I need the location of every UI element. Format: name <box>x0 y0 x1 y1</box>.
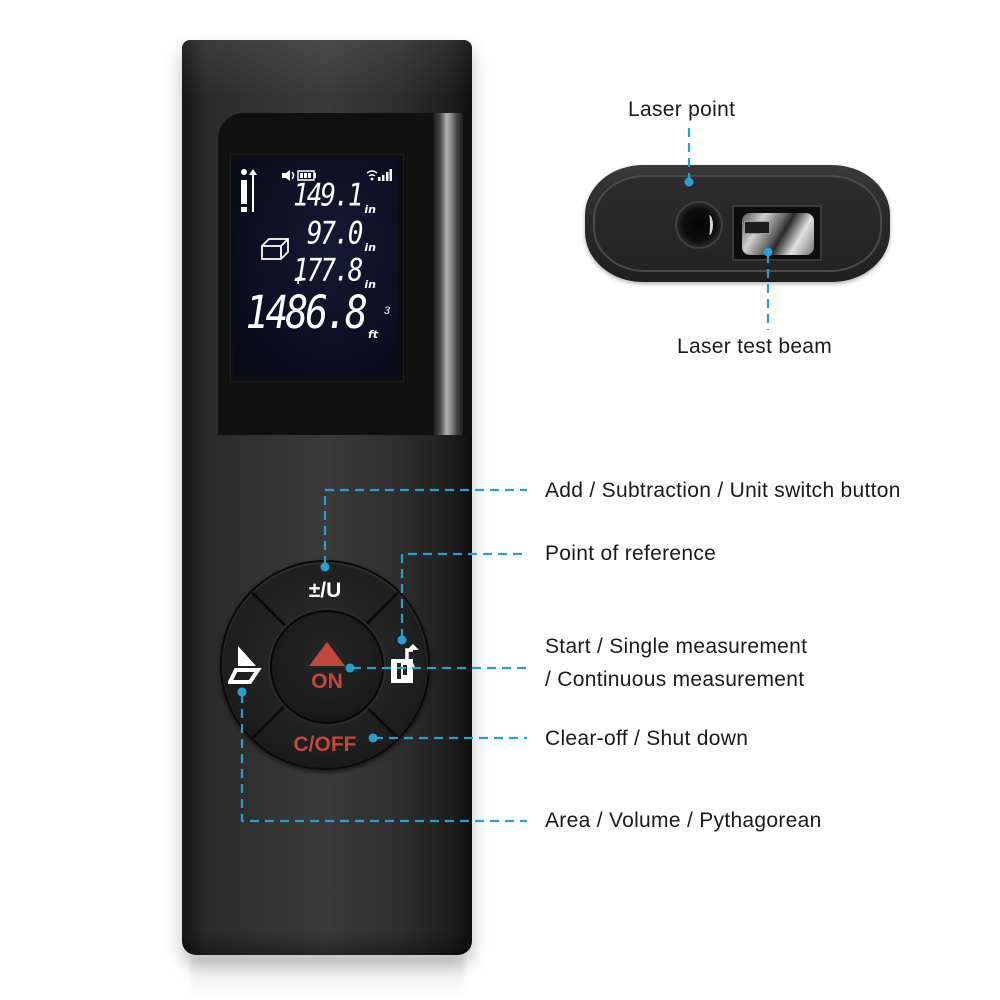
device-top-sheen <box>182 40 472 100</box>
lcd-result-superscript: 3 <box>383 305 390 317</box>
laser-distance-meter: 149.1 in 97.0 in + 177.8 in 1486.8 ft 3 … <box>182 40 472 955</box>
lcd-value-2: 97.0 <box>306 216 364 252</box>
plus-minus-unit-button[interactable]: ±/U <box>308 579 342 602</box>
lcd-unit-2: in <box>364 241 376 254</box>
lcd-value-1: 149.1 <box>293 178 363 214</box>
tape-measure-reference-icon <box>241 169 257 212</box>
lens-glint <box>705 215 713 235</box>
label-laser-point: Laser point <box>628 98 736 121</box>
device-reflection <box>190 958 464 1000</box>
lcd-unit-3: in <box>364 278 376 291</box>
on-button-label: ON <box>311 670 343 693</box>
lcd-result-row: 1486.8 ft <box>246 286 378 341</box>
sensor-glass <box>742 213 814 255</box>
label-clear-off: Clear-off / Shut down <box>545 727 749 750</box>
sensor-slot <box>744 221 770 234</box>
battery-icon <box>297 170 316 181</box>
label-start-single: Start / Single measurement <box>545 635 808 658</box>
lcd-value-3: 177.8 <box>293 253 363 289</box>
area-volume-icon[interactable] <box>228 644 262 684</box>
lcd-result-unit: ft <box>367 328 378 341</box>
laser-head-end-view <box>585 165 890 282</box>
lcd-screen: 149.1 in 97.0 in + 177.8 in 1486.8 ft 3 <box>234 160 398 375</box>
lcd-row-3: 177.8 in <box>293 253 376 291</box>
lcd-unit-1: in <box>364 203 376 216</box>
label-laser-test-beam: Laser test beam <box>677 335 833 358</box>
signal-icon <box>366 169 392 181</box>
volume-box-icon <box>261 238 289 260</box>
label-continuous: / Continuous measurement <box>545 668 805 691</box>
laser-point-lens <box>675 201 723 249</box>
laser-head-face <box>593 175 882 272</box>
reference-point-icon[interactable] <box>388 642 420 686</box>
clear-off-button[interactable]: C/OFF <box>293 733 357 756</box>
device-bottom-sheen <box>182 931 472 955</box>
on-triangle-icon <box>309 642 345 666</box>
label-area-volume: Area / Volume / Pythagorean <box>545 809 822 832</box>
lcd-row-2: 97.0 in <box>307 216 376 254</box>
lcd-operator: + <box>294 272 303 288</box>
laser-test-beam-window <box>732 205 822 261</box>
on-button[interactable]: ON <box>270 610 384 724</box>
speaker-icon <box>282 170 295 181</box>
display-highlight-strip <box>433 113 463 435</box>
keypad: ±/U C/OFF ON <box>220 560 430 770</box>
label-point-of-reference: Point of reference <box>545 542 717 565</box>
lcd-result-value: 1486.8 <box>245 286 368 339</box>
label-add-subtraction-unit: Add / Subtraction / Unit switch button <box>545 479 901 502</box>
lcd-row-1: 149.1 in <box>293 178 376 216</box>
